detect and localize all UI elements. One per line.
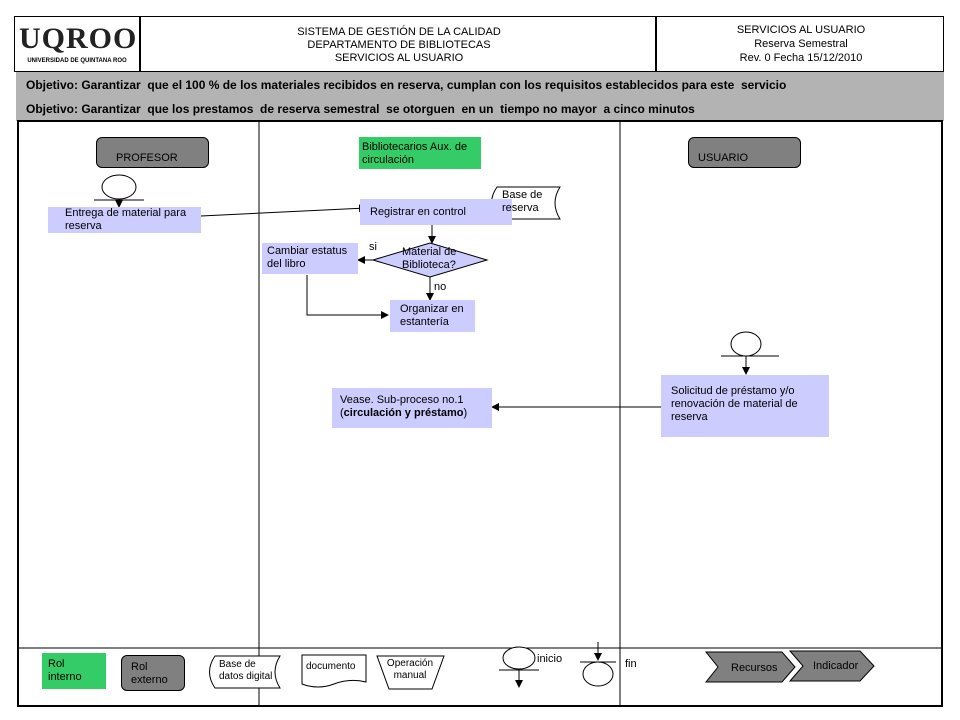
header-right-box: SERVICIOS AL USUARIO Reserva Semestral R… [656,16,944,72]
activity-registrar-control: Registrar en control [360,199,512,225]
activity-organizar-label: Organizar en estantería [400,303,464,328]
legend-documento-shape [301,654,367,688]
base-reserva-label: Base de reserva [502,189,543,214]
subprocess-vease-label: Vease. Sub-proceso no.1 (circulación y p… [340,394,490,420]
header-service-name: SERVICIOS AL USUARIO [736,24,866,36]
university-logo: UQROO UNIVERSIDAD DE QUINTANA ROO [19,22,138,67]
start-circle-profesor [101,174,137,200]
arrow-cambiar-organizar [306,275,389,319]
subprocess-vease-bold: circulación y préstamo [343,407,464,419]
subprocess-vease-suffix: ) [463,407,468,419]
objective-2: Objetivo: Garantizar que los prestamos d… [26,102,695,116]
legend-rol-interno-label: Rol interno [48,658,82,683]
start-circle-usuario [730,331,762,357]
header-procedure: Reserva Semestral [754,38,848,50]
legend-fin-label: fin [625,658,637,670]
legend-fin-circle [582,661,614,687]
legend-base-datos-shape [209,655,281,689]
header-logo-box: UQROO UNIVERSIDAD DE QUINTANA ROO [14,16,140,72]
activity-solicitud-label: Solicitud de préstamo y/o renovación de … [671,385,798,423]
decision-label: Material de Biblioteca? [402,246,457,271]
activity-cambiar-estatus: Cambiar estatus del libro [262,243,358,274]
legend-inicio-circle [502,646,536,670]
activity-entrega-label: Entrega de material para reserva [65,207,187,232]
legend-operacion-label: Operación manual [386,658,434,681]
legend-operacion-shape [376,655,445,690]
activity-entrega-material: Entrega de material para reserva [48,207,201,233]
arrow-entrega-registrar [200,204,367,217]
lane-label-bibliotecarios: Bibliotecarios Aux. de circulación [362,141,468,166]
subprocess-vease-prefix: Vease. Sub-proceso no.1 ( [340,394,464,419]
logo-subtext: UNIVERSIDAD DE QUINTANA ROO [27,58,127,64]
logo-text: UQROO [19,22,138,55]
activity-cambiar-label: Cambiar estatus del libro [267,245,348,270]
header-revision: Rev. 0 Fecha 15/12/2010 [739,52,863,64]
header-center-box: SISTEMA DE GESTIÓN DE LA CALIDAD DEPARTA… [140,16,656,72]
activity-organizar: Organizar en estantería [390,300,475,332]
legend-recursos-label: Recursos [731,662,778,674]
lane-header-profesor: PROFESOR [96,137,209,168]
header-service: SERVICIOS AL USUARIO [334,52,464,64]
legend-rol-interno: Rol interno [42,653,106,689]
legend-recursos-shape [704,651,796,683]
objective-1: Objetivo: Garantizar que el 100 % de los… [26,78,787,92]
activity-solicitud-prestamo: Solicitud de préstamo y/o renovación de … [661,375,829,437]
legend-indicador-shape [788,650,875,682]
diagram-frame [17,120,943,707]
subprocess-vease: Vease. Sub-proceso no.1 (circulación y p… [332,388,492,428]
decision-no-label: no [434,281,447,293]
lane-header-usuario: USUARIO [688,137,801,168]
objectives-band: Objetivo: Garantizar que el 100 % de los… [16,72,944,121]
lane-header-bibliotecarios: Bibliotecarios Aux. de circulación [359,137,481,169]
legend-base-datos-label: Base de datos digital [219,659,273,682]
legend-indicador-label: Indicador [813,660,859,672]
legend-rol-externo: Rol externo [121,655,185,691]
legend-rol-externo-label: Rol externo [131,661,168,686]
legend-inicio-label: inicio [537,653,563,665]
decision-yes-label: si [369,241,377,253]
lane-label-profesor: PROFESOR [116,152,178,164]
lane-label-usuario: USUARIO [698,152,749,164]
header-system-title: SISTEMA DE GESTIÓN DE LA CALIDAD [297,26,501,38]
header-department: DEPARTAMENTO DE BIBLIOTECAS [307,39,491,51]
legend-documento-label: documento [306,661,356,672]
activity-registrar-label: Registrar en control [370,206,466,218]
